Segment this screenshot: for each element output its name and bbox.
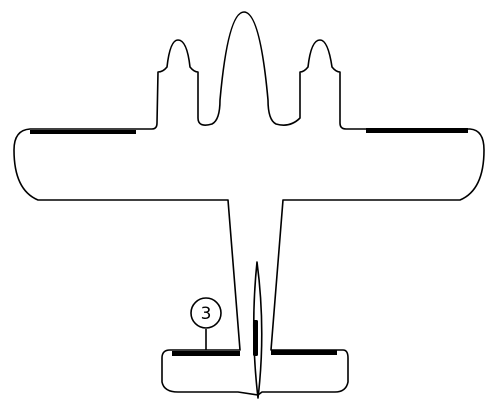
callout-circle	[190, 297, 222, 329]
left-elevator	[172, 351, 240, 356]
left-aileron	[30, 130, 136, 134]
rudder-trim	[253, 320, 258, 356]
right-aileron	[366, 128, 468, 133]
airframe-outline	[13, 11, 485, 396]
right-elevator	[271, 350, 337, 355]
callout-label: 3	[201, 304, 212, 324]
